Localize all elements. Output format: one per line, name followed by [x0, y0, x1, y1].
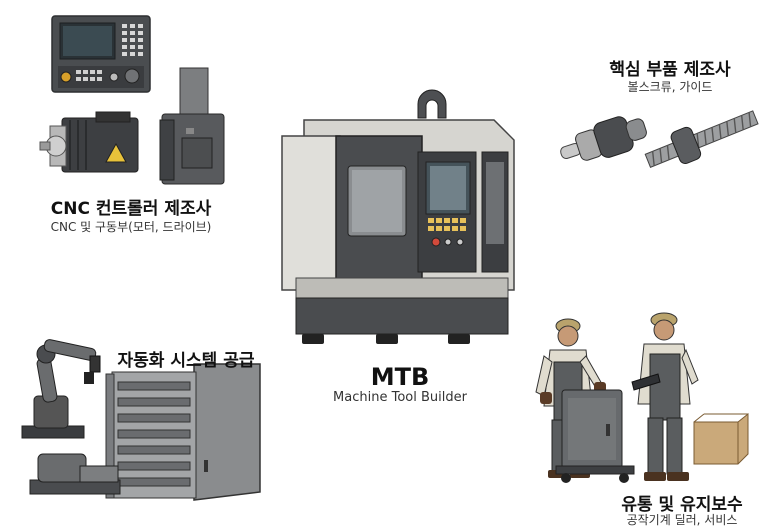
distribution-subtitle: 공작기계 딜러, 서비스	[626, 513, 738, 527]
cnc-supplier-title: CNC 컨트롤러 제조사	[50, 199, 212, 219]
parts-supplier-subtitle: 볼스크류, 가이드	[627, 80, 713, 94]
distribution-title: 유통 및 유지보수	[621, 495, 743, 515]
dealer-with-tablet-icon	[631, 312, 699, 481]
parts-supplier-title: 핵심 부품 제조사	[609, 60, 731, 80]
cnc-controller-panel-icon	[51, 15, 151, 93]
machining-center-icon	[281, 89, 515, 344]
robot-arm-icon	[21, 339, 101, 439]
pallet-rack-icon	[105, 363, 261, 501]
ball-screw-icon	[560, 116, 647, 161]
servo-drive-icon	[159, 67, 225, 185]
pallet-changer-icon	[29, 453, 121, 495]
mtb-subtitle: Machine Tool Builder	[333, 390, 467, 405]
linear-guide-icon	[644, 110, 759, 168]
cnc-supplier-subtitle: CNC 및 구동부(모터, 드라이브)	[50, 220, 212, 234]
service-cart-icon	[555, 389, 635, 483]
servo-motor-icon	[39, 111, 139, 173]
mtb-title: MTB	[370, 363, 430, 391]
automation-title: 자동화 시스템 공급	[117, 351, 255, 371]
shipping-box-icon	[693, 412, 749, 465]
